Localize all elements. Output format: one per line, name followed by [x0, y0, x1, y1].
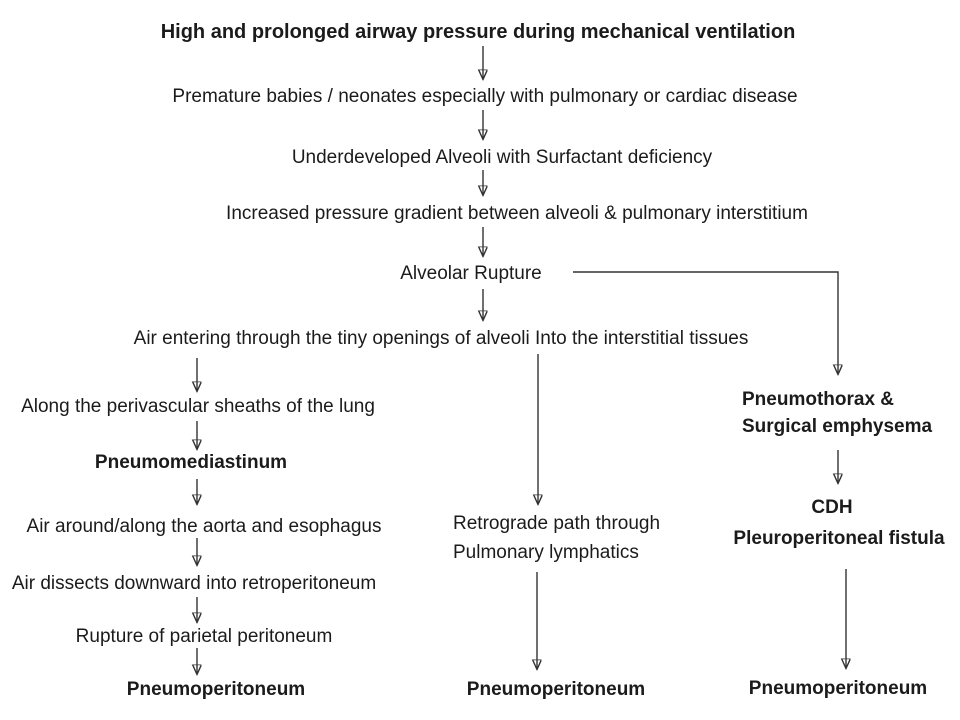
- node-air-entering: Air entering through the tiny openings o…: [133, 327, 749, 349]
- node-pressure-gradient: Increased pressure gradient between alve…: [226, 202, 808, 224]
- node-underdeveloped-alveoli: Underdeveloped Alveoli with Surfactant d…: [291, 146, 713, 168]
- node-cdh: CDH: [811, 496, 853, 518]
- node-pneumoperitoneum-right: Pneumoperitoneum: [748, 677, 928, 699]
- node-premature-babies: Premature babies / neonates especially w…: [172, 85, 798, 107]
- node-perivascular-sheaths: Along the perivascular sheaths of the lu…: [21, 395, 375, 417]
- node-aorta-esophagus: Air around/along the aorta and esophagus: [26, 515, 382, 537]
- node-parietal-rupture: Rupture of parietal peritoneum: [75, 625, 333, 647]
- node-retrograde-path-line2: Pulmonary lymphatics: [453, 541, 639, 563]
- node-alveolar-rupture: Alveolar Rupture: [400, 262, 542, 284]
- connector-rupture-to-pneumothorax: [573, 271, 838, 374]
- node-pneumoperitoneum-middle: Pneumoperitoneum: [466, 678, 646, 700]
- node-retrograde-path-line1: Retrograde path through: [453, 512, 661, 534]
- node-pneumothorax-line1: Pneumothorax &: [742, 388, 895, 410]
- node-pleuroperitoneal-fistula: Pleuroperitoneal fistula: [733, 527, 945, 549]
- node-pneumoperitoneum-left: Pneumoperitoneum: [126, 678, 306, 700]
- node-surgical-emphysema-line2: Surgical emphysema: [742, 415, 933, 437]
- node-pneumomediastinum: Pneumomediastinum: [94, 451, 288, 473]
- node-retroperitoneum: Air dissects downward into retroperitone…: [11, 572, 377, 594]
- node-title: High and prolonged airway pressure durin…: [160, 21, 796, 44]
